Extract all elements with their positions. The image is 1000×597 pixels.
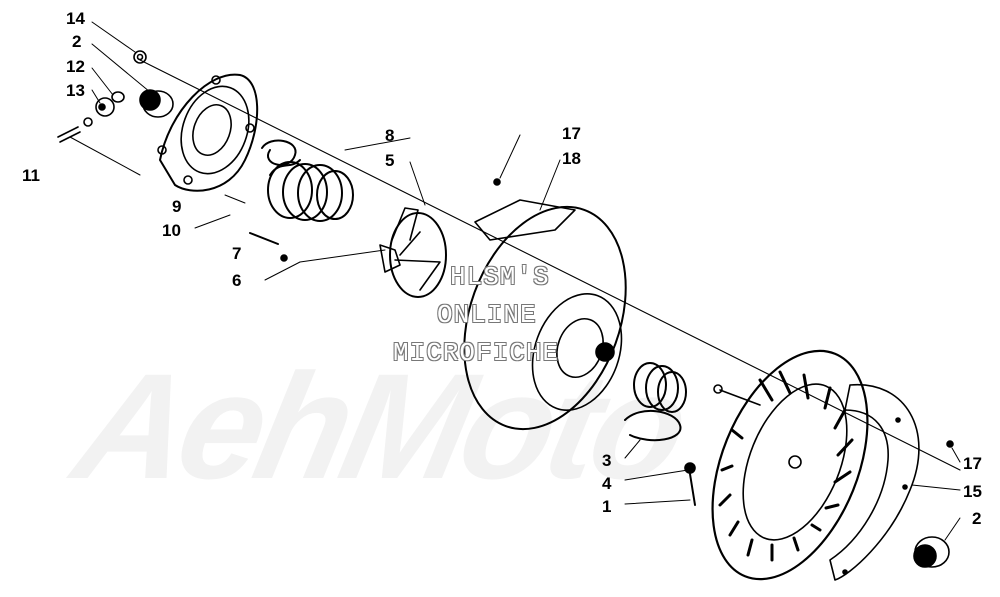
part-17-screw-upper bbox=[493, 178, 501, 186]
watermark-line-3: MICROFICHE bbox=[393, 338, 560, 368]
part-14-nut bbox=[133, 50, 147, 64]
callout-13: 13 bbox=[66, 81, 85, 100]
hub-shaft bbox=[713, 384, 761, 406]
moveable-sheave bbox=[463, 205, 627, 431]
callout-9: 9 bbox=[172, 197, 182, 216]
leader-lines bbox=[91, 21, 961, 541]
callout-12: 12 bbox=[66, 57, 85, 76]
part-6-nut bbox=[280, 254, 288, 262]
callout-4: 4 bbox=[602, 474, 612, 493]
leader-11 bbox=[69, 136, 141, 176]
part-13-roller bbox=[95, 97, 115, 117]
part-1-bolt bbox=[684, 462, 696, 474]
callout-2-lower: 2 bbox=[972, 509, 982, 528]
part-2-bushing-lower bbox=[913, 536, 950, 568]
callout-11: 11 bbox=[22, 166, 40, 185]
leader-5-to-cam bbox=[299, 249, 386, 263]
leader-6 bbox=[264, 261, 301, 281]
part-4-clip bbox=[624, 409, 682, 442]
callout-15: 15 bbox=[963, 482, 982, 501]
callout-8: 8 bbox=[385, 126, 395, 145]
part-2-bushing-upper bbox=[139, 89, 174, 118]
assembly-axis-line bbox=[139, 59, 961, 471]
part-17-screw-lower bbox=[946, 440, 954, 448]
part-7-bolt bbox=[249, 232, 279, 245]
callout-17-upper: 17 bbox=[562, 124, 581, 143]
leader-17-upper bbox=[499, 134, 521, 179]
leader-part9 bbox=[224, 194, 246, 204]
callout-1: 1 bbox=[602, 497, 612, 516]
cam-part-5 bbox=[379, 207, 447, 298]
callout-7: 7 bbox=[232, 244, 242, 263]
callout-18: 18 bbox=[562, 149, 581, 168]
part-11-pin bbox=[57, 117, 93, 143]
callout-5: 5 bbox=[385, 151, 395, 170]
callout-3: 3 bbox=[602, 451, 612, 470]
callout-10: 10 bbox=[162, 221, 181, 240]
spring bbox=[261, 139, 354, 222]
watermark-line-1: HLSM'S bbox=[450, 262, 550, 292]
callout-2-upper: 2 bbox=[72, 32, 82, 51]
callout-6: 6 bbox=[232, 271, 242, 290]
callout-17-lower: 17 bbox=[963, 454, 982, 473]
fixed-sheave bbox=[711, 349, 869, 581]
cover-plate bbox=[157, 73, 259, 192]
part-1-bolt-shaft bbox=[689, 473, 696, 506]
watermark-line-2: ONLINE bbox=[437, 300, 537, 330]
part-3-spring bbox=[633, 362, 687, 413]
part-18-shim bbox=[474, 199, 576, 241]
callout-14: 14 bbox=[66, 9, 85, 28]
part-12-washer bbox=[111, 91, 125, 103]
part-15-shim bbox=[829, 383, 920, 581]
